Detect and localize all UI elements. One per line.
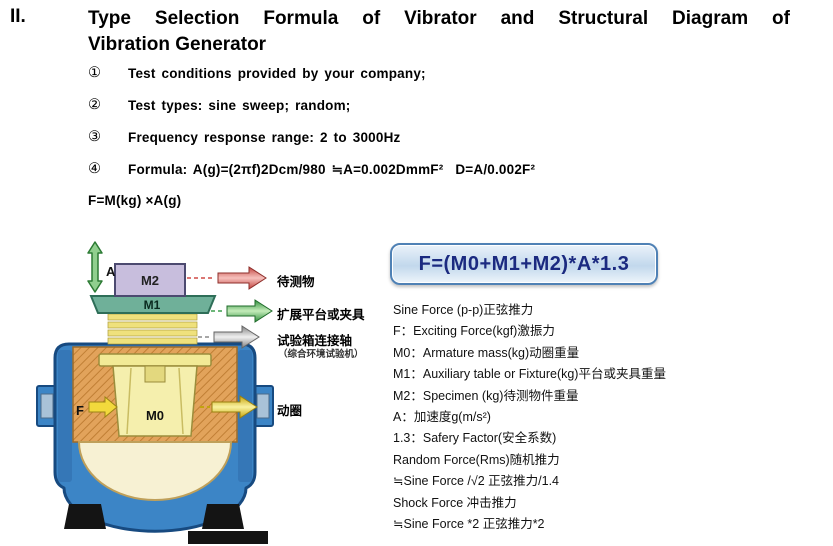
legend-line: Random Force(Rms)随机推力 bbox=[393, 452, 560, 467]
connection-shaft-stack bbox=[107, 313, 198, 345]
specimen-box: M2 bbox=[114, 263, 186, 297]
formula-box-text: F=(M0+M1+M2)*A*1.3 bbox=[418, 252, 630, 275]
body-shade-right bbox=[238, 350, 252, 482]
callout-label-fixture: 扩展平台或夹具 bbox=[277, 308, 365, 322]
legend-line: M2：Specimen (kg)待测物件重量 bbox=[393, 388, 579, 403]
section-number: II. bbox=[10, 6, 26, 27]
list-item: ③ Frequency response range: 2 to 3000Hz bbox=[88, 129, 798, 146]
acceleration-arrow: A bbox=[87, 241, 116, 293]
list-item: ② Test types: sine sweep; random; bbox=[88, 97, 798, 114]
callout-label-chamber-shaft: 试验箱连接轴 bbox=[277, 334, 353, 348]
legend-line: F：Exciting Force(kgf)激振力 bbox=[393, 324, 555, 339]
legend-line: M1：Auxiliary table or Fixture(kg)平台或夹具重量 bbox=[393, 367, 666, 382]
callout-arrow-specimen bbox=[187, 266, 267, 290]
list-bullet: ② bbox=[88, 97, 101, 113]
list-item-text: Test types: sine sweep; random; bbox=[128, 98, 351, 113]
force-arrow: F bbox=[76, 395, 118, 419]
callout-sublabel-chamber-shaft: （综合环境试验机） bbox=[278, 349, 364, 360]
body-shade-left bbox=[58, 350, 72, 482]
armature: M0 bbox=[98, 353, 212, 437]
trunnion-right bbox=[252, 385, 274, 427]
list-item-text: Formula: A(g)=(2πf)2Dcm/980 ≒A=0.002DmmF… bbox=[128, 162, 536, 177]
callout-arrow-fixture bbox=[211, 299, 273, 323]
foot-right bbox=[202, 504, 244, 529]
m1-label: M1 bbox=[144, 298, 161, 312]
list-item-text: Test conditions provided by your company… bbox=[128, 66, 426, 81]
suspension-dome bbox=[77, 441, 233, 501]
list-item: ① Test conditions provided by your compa… bbox=[88, 65, 798, 82]
list-item: ④ Formula: A(g)=(2πf)2Dcm/980 ≒A=0.002Dm… bbox=[88, 161, 798, 178]
callout-label-specimen: 待测物 bbox=[277, 275, 315, 289]
m2-label: M2 bbox=[141, 273, 159, 288]
list-bullet: ④ bbox=[88, 161, 101, 177]
accel-label: A bbox=[106, 264, 116, 279]
legend-line: ≒Sine Force /√2 正弦推力/1.4 bbox=[393, 474, 560, 489]
list-item-text: Frequency response range: 2 to 3000Hz bbox=[128, 130, 401, 145]
legend-line: M0：Armature mass(kg)动圈重量 bbox=[393, 345, 580, 360]
page-title: Type Selection Formula of Vibrator and S… bbox=[88, 6, 790, 58]
base-bar bbox=[188, 531, 268, 544]
force-formula-text: F=M(kg) ×A(g) bbox=[88, 193, 182, 208]
m0-label: M0 bbox=[146, 408, 164, 423]
auxiliary-table: M1 bbox=[89, 295, 217, 314]
legend: Sine Force (p-p)正弦推力 F：Exciting Force(kg… bbox=[393, 300, 666, 535]
list-bullet: ① bbox=[88, 65, 101, 81]
callout-label-coil: 动圈 bbox=[277, 404, 303, 418]
legend-line: ≒Sine Force *2 正弦推力*2 bbox=[393, 517, 545, 532]
legend-line: Sine Force (p-p)正弦推力 bbox=[393, 303, 534, 317]
callout-arrow-chamber-shaft bbox=[198, 325, 260, 349]
callout-arrow-coil bbox=[200, 395, 258, 419]
vibration-generator-diagram: M0 M1 M2 A F bbox=[36, 241, 274, 544]
legend-line: 1.3：Safery Factor(安全系数) bbox=[393, 431, 557, 446]
numbered-list: ① Test conditions provided by your compa… bbox=[88, 65, 798, 193]
page-title-line1: Type Selection Formula of Vibrator and S… bbox=[88, 8, 790, 29]
foot-left bbox=[64, 504, 106, 529]
page-title-line2: Vibration Generator bbox=[88, 34, 267, 55]
legend-line: Shock Force 冲击推力 bbox=[393, 495, 517, 510]
legend-line: A：加速度g(m/s²) bbox=[393, 410, 491, 425]
list-bullet: ③ bbox=[88, 129, 101, 145]
formula-box: F=(M0+M1+M2)*A*1.3 bbox=[390, 243, 658, 285]
force-label: F bbox=[76, 403, 84, 418]
